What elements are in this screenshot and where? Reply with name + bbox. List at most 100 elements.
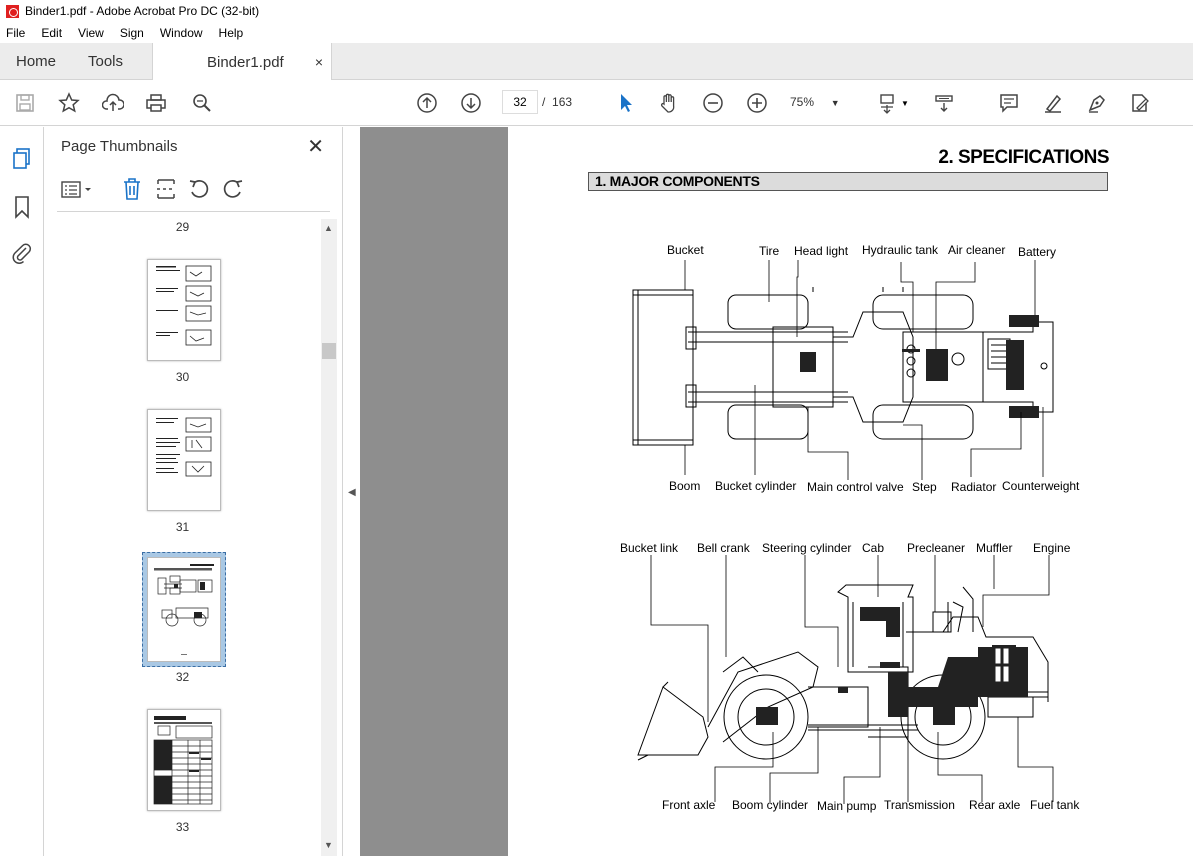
tab-document[interactable]: Binder1.pdf × xyxy=(152,43,332,81)
star-icon[interactable] xyxy=(57,91,81,115)
bookmark-icon[interactable] xyxy=(12,195,32,224)
title-bar: Binder1.pdf - Adobe Acrobat Pro DC (32-b… xyxy=(0,0,1193,22)
menu-edit[interactable]: Edit xyxy=(41,25,63,40)
label-cab: Cab xyxy=(862,541,885,555)
rotate-right-icon[interactable] xyxy=(222,178,244,205)
previous-page-icon[interactable] xyxy=(415,91,439,115)
label-fuel-tank: Fuel tank xyxy=(1030,798,1080,812)
scroll-down-icon[interactable]: ▼ xyxy=(324,840,333,850)
tab-home[interactable]: Home xyxy=(16,53,57,70)
attachment-icon[interactable] xyxy=(11,241,33,270)
scroll-mode-icon[interactable] xyxy=(932,91,956,115)
label-counterweight: Counterweight xyxy=(1002,479,1080,493)
sign-pen-icon[interactable] xyxy=(1085,91,1109,115)
label-step: Step xyxy=(912,480,937,494)
thumbnail-page-33[interactable] xyxy=(147,709,221,811)
thumbnail-page-32[interactable] xyxy=(147,557,221,662)
scroll-up-icon[interactable]: ▲ xyxy=(324,223,333,233)
tab-tools[interactable]: Tools xyxy=(88,53,124,70)
menu-view[interactable]: View xyxy=(78,25,104,40)
zoom-search-icon[interactable] xyxy=(190,91,214,115)
label-front-axle: Front axle xyxy=(662,798,716,812)
edit-pdf-icon[interactable] xyxy=(1128,91,1152,115)
label-air-cleaner: Air cleaner xyxy=(948,243,1006,257)
label-bucket: Bucket xyxy=(667,243,704,257)
label-hydraulic-tank: Hydraulic tank xyxy=(862,243,939,257)
highlight-pen-icon[interactable] xyxy=(1041,91,1065,115)
label-head-light: Head light xyxy=(794,244,849,258)
rotate-left-icon[interactable] xyxy=(188,178,210,205)
page-separator: / xyxy=(542,95,546,109)
page-fit-chevron-icon[interactable]: ▼ xyxy=(901,98,909,108)
menu-bar: File Edit View Sign Window Help xyxy=(0,22,1193,43)
label-boom-cylinder: Boom cylinder xyxy=(732,798,809,812)
collapse-panel-icon[interactable]: ◀ xyxy=(348,487,356,498)
thumbnail-label: 30 xyxy=(175,370,190,384)
label-tire: Tire xyxy=(759,244,780,258)
label-precleaner: Precleaner xyxy=(907,541,966,555)
comment-icon[interactable] xyxy=(997,91,1021,115)
tab-bar: Home Tools Binder1.pdf × xyxy=(0,43,1193,81)
zoom-level-select[interactable]: 75% ▼ xyxy=(790,95,840,109)
label-engine: Engine xyxy=(1033,541,1071,555)
label-bell-crank: Bell crank xyxy=(697,541,750,555)
thumbnail-options-icon[interactable] xyxy=(61,179,95,206)
zoom-out-icon[interactable] xyxy=(701,91,725,115)
label-steering-cylinder: Steering cylinder xyxy=(762,541,852,555)
label-bucket-cylinder: Bucket cylinder xyxy=(715,479,797,493)
menu-help[interactable]: Help xyxy=(218,25,244,40)
thumbnail-label: 29 xyxy=(175,220,190,234)
panel-title: Page Thumbnails xyxy=(61,138,178,155)
label-rear-axle: Rear axle xyxy=(969,798,1021,812)
save-icon[interactable] xyxy=(13,91,37,115)
page-fit-icon[interactable] xyxy=(876,91,900,115)
document-canvas[interactable]: 2. SPECIFICATIONS 1. MAJOR COMPONENTS xyxy=(360,127,1193,856)
page-total: / 163 xyxy=(542,95,572,109)
page-number-input[interactable]: 32 xyxy=(502,90,538,114)
tab-close-icon[interactable]: × xyxy=(314,54,323,70)
thumbnail-label: 33 xyxy=(175,820,190,834)
print-icon[interactable] xyxy=(144,91,168,115)
panel-collapse-strip: ◀ xyxy=(342,127,360,856)
thumbnail-page-31[interactable] xyxy=(147,409,221,511)
label-muffler: Muffler xyxy=(976,541,1013,555)
menu-sign[interactable]: Sign xyxy=(119,25,144,40)
tab-document-label: Binder1.pdf xyxy=(207,53,284,71)
thumbnail-label: 32 xyxy=(175,670,190,684)
zoom-in-icon[interactable] xyxy=(745,91,769,115)
scrollbar-thumb[interactable] xyxy=(322,343,336,359)
label-boom: Boom xyxy=(669,479,701,493)
select-cursor-icon[interactable] xyxy=(614,91,638,115)
panel-toolbar xyxy=(57,177,337,203)
extract-page-icon[interactable] xyxy=(155,177,177,206)
acrobat-icon xyxy=(6,4,19,18)
toolbar: 32 / 163 75% ▼ ▼ xyxy=(0,80,1193,126)
section-heading: 1. MAJOR COMPONENTS xyxy=(588,172,1108,191)
thumbnail-label: 31 xyxy=(175,520,190,534)
label-radiator: Radiator xyxy=(951,480,997,494)
zoom-level-value: 75% xyxy=(790,95,815,109)
thumbnail-list: 29 30 31 32 33 xyxy=(45,215,320,856)
label-main-control-valve: Main control valve xyxy=(807,480,904,494)
page-thumbnails-panel: Page Thumbnails ✕ 29 30 31 32 33 xyxy=(45,127,342,856)
menu-window[interactable]: Window xyxy=(159,25,203,40)
page-total-value: 163 xyxy=(552,95,573,109)
label-battery: Battery xyxy=(1018,245,1057,259)
thumbnail-selection[interactable] xyxy=(142,552,226,667)
thumbnail-scrollbar[interactable]: ▲ ▼ xyxy=(321,219,337,856)
thumbnail-page-30[interactable] xyxy=(147,259,221,361)
label-bucket-link: Bucket link xyxy=(620,541,679,555)
label-transmission: Transmission xyxy=(884,798,955,812)
label-main-pump: Main pump xyxy=(817,799,877,813)
wheel-loader-diagram xyxy=(632,260,1054,804)
page-thumbnails-icon[interactable] xyxy=(11,147,33,176)
menu-file[interactable]: File xyxy=(6,25,26,40)
window-title: Binder1.pdf - Adobe Acrobat Pro DC (32-b… xyxy=(25,4,260,18)
delete-page-icon[interactable] xyxy=(121,177,143,206)
close-icon[interactable]: ✕ xyxy=(307,136,324,158)
pdf-page: 2. SPECIFICATIONS 1. MAJOR COMPONENTS xyxy=(508,127,1193,856)
next-page-icon[interactable] xyxy=(459,91,483,115)
hand-tool-icon[interactable] xyxy=(657,91,681,115)
left-navigation-rail xyxy=(0,127,44,856)
upload-cloud-icon[interactable] xyxy=(101,91,125,115)
